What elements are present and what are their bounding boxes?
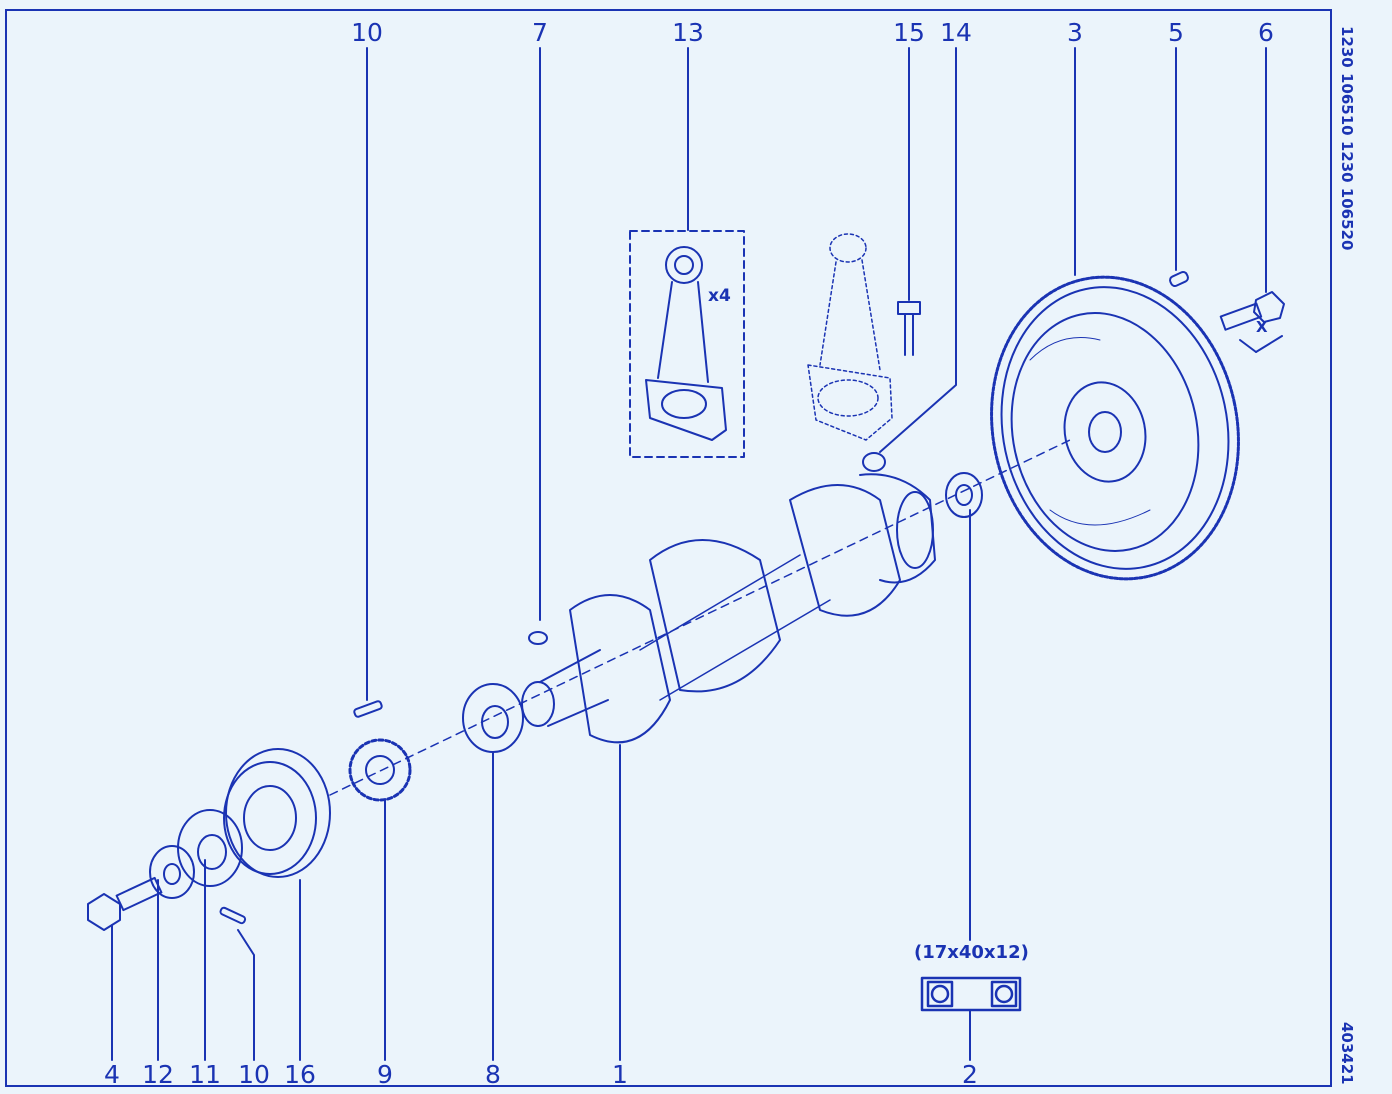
- callout-4: 4: [104, 1060, 120, 1089]
- front-oil-seal: [462, 683, 524, 753]
- callout-14: 14: [940, 18, 972, 47]
- gear-key-top: [353, 700, 383, 718]
- callout-15: 15: [893, 18, 925, 47]
- bearing-size-label: (17x40x12): [914, 942, 1029, 963]
- conrod-detail-box: [629, 230, 745, 458]
- callout-12: 12: [142, 1060, 174, 1089]
- dimension-label: X: [1256, 318, 1268, 336]
- flywheel: [990, 275, 1240, 581]
- thin-washer: [149, 845, 195, 899]
- timing-gear: [348, 738, 412, 802]
- side-reference: 1230 106510 1230 106520: [1338, 26, 1356, 251]
- leader-lines-bottom: [111, 509, 971, 1061]
- bearing-symbol: [920, 976, 1022, 1012]
- leader-lines-top: [366, 47, 1267, 701]
- crank-pulley: [223, 748, 331, 878]
- callout-16: 16: [284, 1060, 316, 1089]
- conrod-nut: [862, 452, 886, 472]
- conrod-ghost: [807, 233, 893, 441]
- callout-13: 13: [672, 18, 704, 47]
- callout-10-top: 10: [351, 18, 383, 47]
- callout-5: 5: [1168, 18, 1184, 47]
- callout-2: 2: [962, 1060, 978, 1089]
- flywheel-bolt: [1219, 291, 1285, 353]
- connecting-rod: [645, 246, 727, 441]
- dowel-pin: [1169, 270, 1189, 288]
- drawing-number: 403421: [1338, 1022, 1356, 1085]
- pilot-bearing: [945, 472, 983, 518]
- pulley-bolt: [87, 876, 163, 931]
- quantity-label: x4: [708, 286, 731, 306]
- pulley-key-bottom: [219, 906, 247, 925]
- thick-washer: [177, 809, 243, 887]
- callout-1: 1: [612, 1060, 628, 1089]
- callout-3: 3: [1067, 18, 1083, 47]
- callout-7: 7: [532, 18, 548, 47]
- conrod-bolt: [897, 301, 921, 356]
- diagram-border: [5, 9, 1332, 1087]
- callout-8: 8: [485, 1060, 501, 1089]
- crank-axis: [329, 439, 1071, 796]
- callout-11: 11: [189, 1060, 221, 1089]
- woodruff-key: [528, 631, 548, 645]
- callout-10-bottom: 10: [238, 1060, 270, 1089]
- crankshaft: [521, 473, 936, 744]
- callout-6: 6: [1258, 18, 1274, 47]
- callout-9: 9: [377, 1060, 393, 1089]
